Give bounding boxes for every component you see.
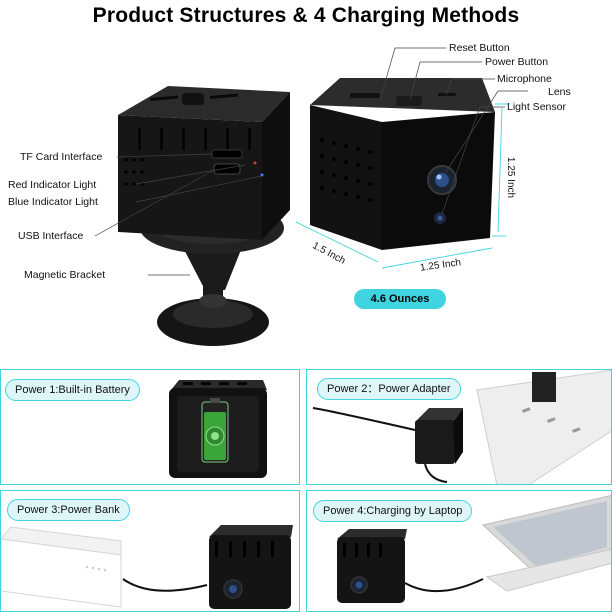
reset-button-label: Reset Button bbox=[449, 42, 510, 54]
powerbank-illustration bbox=[1, 525, 293, 609]
power-button-label: Power Button bbox=[485, 56, 549, 68]
usb-label: USB Interface bbox=[18, 230, 84, 242]
lens-label: Lens bbox=[548, 86, 571, 98]
power-1-label: Power 1:Built-in Battery bbox=[5, 379, 140, 401]
microphone-label: Microphone bbox=[497, 73, 552, 85]
battery-illustration bbox=[169, 380, 267, 478]
power-panel-adapter: Power 2：Power Adapter bbox=[306, 369, 612, 485]
power-4-label: Power 4:Charging by Laptop bbox=[313, 500, 473, 522]
bracket-label: Magnetic Bracket bbox=[24, 269, 106, 281]
power-panel-powerbank: Power 3:Power Bank bbox=[0, 490, 300, 612]
power-panel-battery: Power 1:Built-in Battery bbox=[0, 369, 300, 485]
tf-card-label: TF Card Interface bbox=[20, 151, 103, 163]
camera-on-bracket bbox=[94, 86, 290, 346]
blue-light-label: Blue Indicator Light bbox=[8, 196, 98, 208]
laptop-illustration bbox=[337, 494, 611, 603]
power-3-label: Power 3:Power Bank bbox=[7, 499, 130, 521]
product-diagram bbox=[94, 47, 528, 346]
red-light-label: Red Indicator Light bbox=[8, 179, 97, 191]
camera-cube bbox=[295, 47, 528, 269]
power-panel-laptop: Power 4:Charging by Laptop bbox=[306, 490, 612, 612]
weight-badge: 4.6 Ounces bbox=[354, 289, 446, 309]
height-dimension: 1.25 Inch bbox=[505, 156, 517, 199]
power-2-label: Power 2：Power Adapter bbox=[317, 378, 461, 400]
adapter-illustration bbox=[312, 370, 611, 484]
page-title: Product Structures & 4 Charging Methods bbox=[92, 4, 520, 27]
light-sensor-label: Light Sensor bbox=[507, 101, 566, 113]
